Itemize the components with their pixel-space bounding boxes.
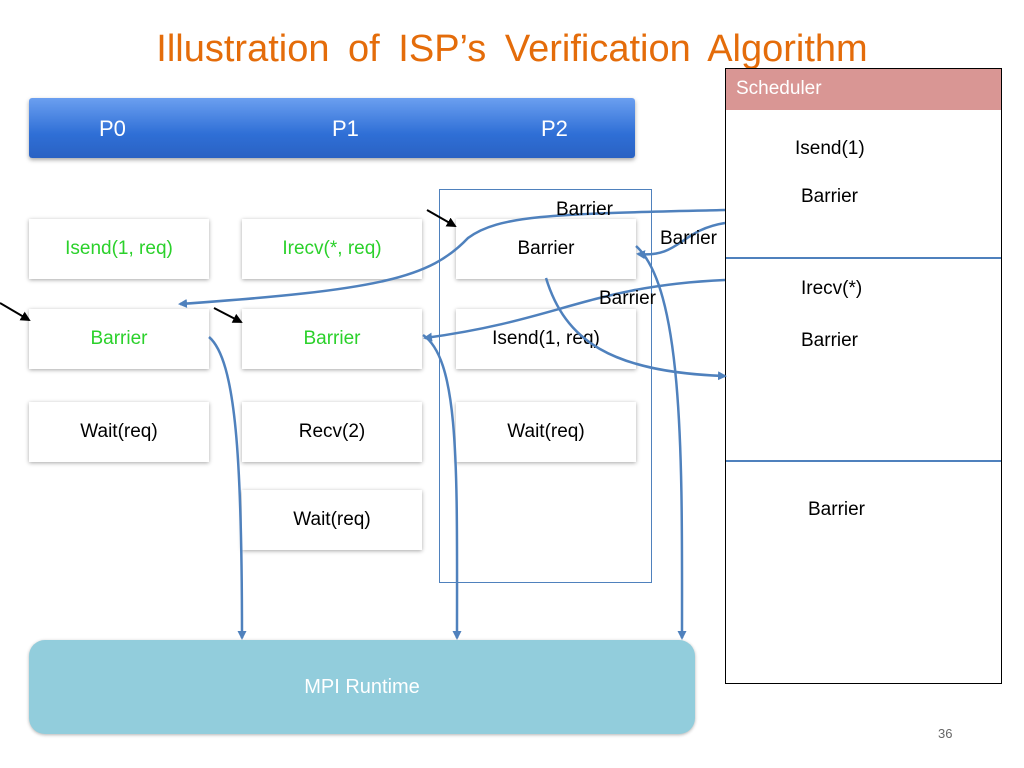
label-barrier-p2: Barrier [556, 199, 614, 220]
scheduler-panel: Scheduler [725, 68, 1002, 684]
label-barrier-p1: Barrier [599, 288, 657, 309]
p2-wait-box: Wait(req) [456, 402, 636, 462]
process-label-p1: P1 [332, 116, 359, 141]
scheduler-divider [726, 460, 1001, 462]
scheduler-entry-isend: Isend(1) [795, 138, 865, 159]
pointer-p0 [0, 302, 31, 322]
scheduler-header: Scheduler [726, 69, 1001, 110]
scheduler-entry-barrier: Barrier [801, 330, 859, 351]
arrow-p0-barrier-to-runtime [208, 336, 247, 640]
process-banner: P0 P1 P2 [29, 98, 635, 158]
p1-recv-box: Recv(2) [242, 402, 422, 462]
mpi-runtime-box: MPI Runtime [29, 640, 695, 734]
p1-irecv-box: Irecv(*, req) [242, 219, 422, 279]
scheduler-header-label: Scheduler [736, 78, 822, 99]
p1-wait-box: Wait(req) [242, 490, 422, 550]
p0-isend-box: Isend(1, req) [29, 219, 209, 279]
scheduler-entry-barrier: Barrier [801, 186, 859, 207]
p2-isend-box: Isend(1, req) [456, 309, 636, 369]
label-barrier-p2-right: Barrier [660, 228, 718, 249]
pointer-p1 [213, 307, 243, 323]
p0-wait-box: Wait(req) [29, 402, 209, 462]
slide-title: Illustration of ISP’s Verification Algor… [156, 28, 868, 70]
p2-barrier-box: Barrier [456, 219, 636, 279]
scheduler-divider [726, 257, 1001, 259]
scheduler-entry-irecv: Irecv(*) [801, 278, 863, 299]
p1-barrier-box: Barrier [242, 309, 422, 369]
process-label-p2: P2 [541, 116, 568, 141]
page-number: 36 [938, 726, 953, 741]
scheduler-entry-barrier: Barrier [808, 499, 866, 520]
p0-barrier-box: Barrier [29, 309, 209, 369]
process-label-p0: P0 [99, 116, 126, 141]
